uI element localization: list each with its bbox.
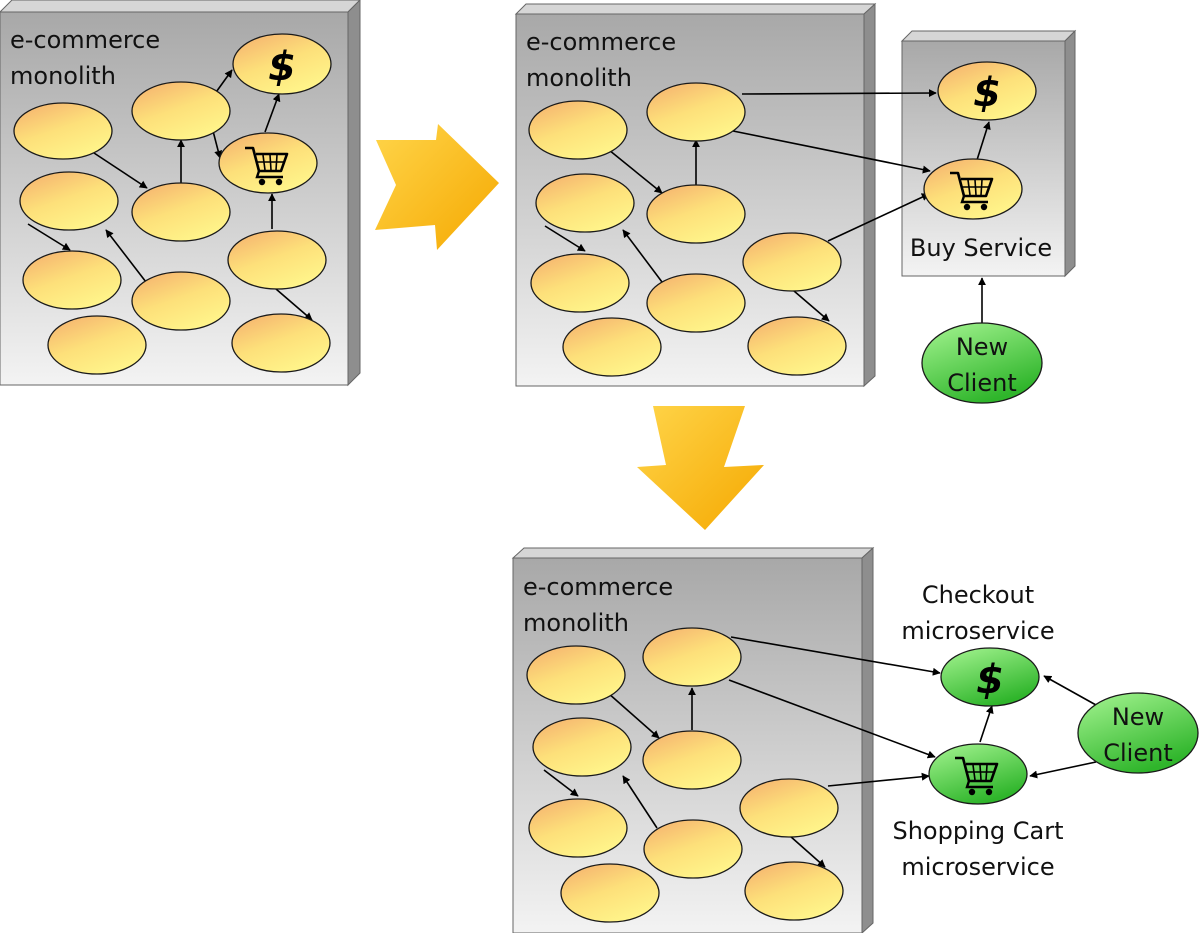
- module-node: [646, 273, 746, 333]
- module-node: [231, 313, 331, 373]
- module-node: [532, 717, 632, 777]
- module-node: [530, 253, 630, 313]
- checkout-module-node: [232, 33, 332, 95]
- nodes-1: [13, 33, 332, 375]
- module-node: [227, 230, 327, 290]
- module-node: [742, 232, 842, 292]
- checkout-microservice-node: [940, 647, 1040, 707]
- nodes-2: [528, 61, 1043, 404]
- module-node: [526, 645, 626, 705]
- module-node: [131, 81, 231, 141]
- shopping-cart-icon: [955, 756, 999, 796]
- module-node: [747, 316, 847, 376]
- buy-service-label: Buy Service: [910, 234, 1052, 262]
- dollar-icon: $: [973, 70, 1001, 116]
- nodes-3: [526, 627, 1199, 923]
- checkout-node: [937, 61, 1037, 121]
- module-node: [19, 171, 119, 231]
- module-node: [642, 627, 742, 687]
- new-client-node: [1077, 692, 1199, 774]
- edges-3: [543, 636, 1097, 868]
- module-node: [739, 778, 839, 838]
- module-node: [646, 184, 746, 244]
- module-node: [47, 315, 147, 375]
- module-node: [560, 863, 660, 923]
- buy-service-box: [900, 29, 1077, 278]
- module-node: [535, 173, 635, 233]
- shopping-cart-icon: [245, 146, 289, 186]
- new-client-node: [921, 322, 1043, 404]
- cart-module-node: [218, 132, 318, 194]
- cart-node: [923, 158, 1023, 220]
- module-node: [562, 317, 662, 377]
- module-node: [131, 182, 231, 242]
- module-node: [646, 82, 746, 142]
- module-node: [642, 730, 742, 790]
- cart-microservice-node: [928, 743, 1028, 805]
- edges-2: [544, 89, 991, 323]
- shopping-cart-icon: [950, 171, 994, 211]
- transition-arrow-down: [637, 406, 764, 530]
- dollar-icon: $: [976, 657, 1004, 703]
- module-node: [131, 271, 231, 331]
- module-node: [13, 102, 113, 160]
- module-node: [528, 100, 628, 160]
- module-node: [528, 798, 628, 858]
- module-node: [22, 250, 122, 310]
- module-node: [744, 861, 844, 921]
- module-node: [643, 819, 743, 879]
- transition-arrow-right: [375, 124, 499, 250]
- dollar-icon: $: [268, 44, 296, 90]
